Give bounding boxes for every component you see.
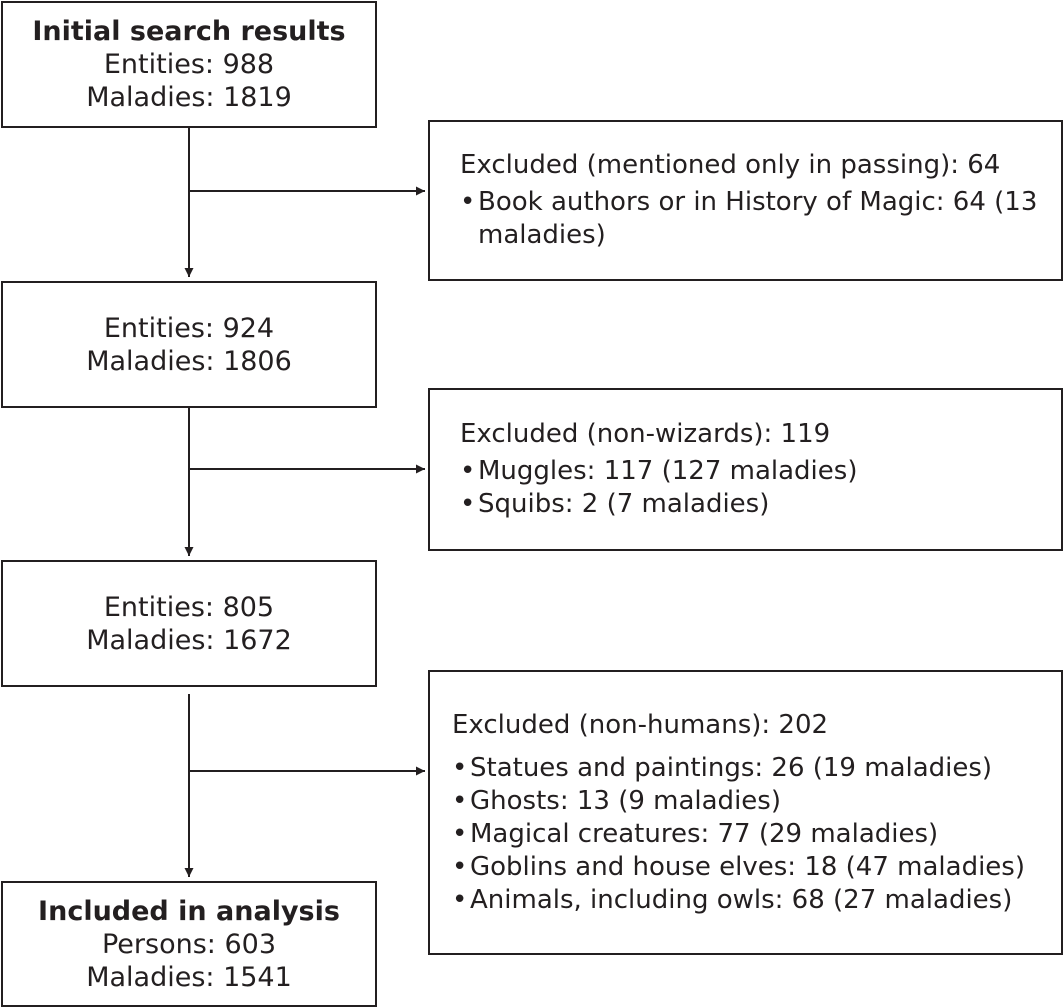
exclusion-item: • Animals, including owls: 68 (27 maladi… [452,884,1051,917]
exclusion-box-non-humans: Excluded (non-humans): 202 • Statues and… [428,670,1063,955]
exclusion-heading: Excluded (non-wizards): 119 [460,419,831,449]
step-persons: Persons: 603 [101,928,276,960]
step-maladies: Maladies: 1806 [86,345,292,377]
exclusion-item: • Muggles: 117 (127 maladies) [460,455,1051,488]
exclusion-item-text: Goblins and house elves: 18 (47 maladies… [470,851,1025,882]
exclusion-item-text: Statues and paintings: 26 (19 maladies) [470,752,993,783]
bullet: • [452,752,468,783]
exclusion-item-text: Squibs: 2 (7 maladies) [478,489,770,519]
step-maladies: Maladies: 1672 [86,624,292,656]
exclusion-item-text: Ghosts: 13 (9 maladies) [470,785,781,816]
bullet: • [452,851,468,882]
step-maladies: Maladies: 1819 [86,82,292,113]
bullet: • [460,456,476,486]
step-entities: Entities: 924 [103,312,275,344]
step-box-initial-search: Initial search results Entities: 988 Mal… [1,1,377,128]
exclusion-item-text: Animals, including owls: 68 (27 maladies… [470,884,1013,915]
exclusion-item: • Book authors or in History of Magic: 6… [460,186,1051,252]
exclusion-item: • Squibs: 2 (7 maladies) [460,488,1051,521]
exclusion-item: • Magical creatures: 77 (29 maladies) [452,818,1051,851]
bullet: • [452,884,468,915]
bullet: • [460,489,476,519]
step-entities: Entities: 988 [103,49,275,80]
step-entities: Entities: 805 [103,591,275,623]
exclusion-item: • Ghosts: 13 (9 maladies) [452,785,1051,818]
bullet: • [452,818,468,849]
exclusion-item: • Goblins and house elves: 18 (47 maladi… [452,851,1051,884]
exclusion-box-passing: Excluded (mentioned only in passing): 64… [428,120,1063,281]
exclusion-box-non-wizards: Excluded (non-wizards): 119 • Muggles: 1… [428,388,1063,551]
bullet: • [460,187,476,217]
step-box-included: Included in analysis Persons: 603 Maladi… [1,881,377,1007]
exclusion-heading: Excluded (mentioned only in passing): 64 [460,150,1001,180]
exclusion-heading: Excluded (non-humans): 202 [452,709,829,740]
exclusion-item: • Statues and paintings: 26 (19 maladies… [452,752,1051,785]
step-box-after-non-wizards: Entities: 805 Maladies: 1672 [1,560,377,687]
exclusion-item-text: Book authors or in History of Magic: 64 … [478,187,1038,250]
step-maladies: Maladies: 1541 [86,961,292,993]
exclusion-item-text: Muggles: 117 (127 maladies) [478,456,858,486]
exclusion-item-text: Magical creatures: 77 (29 maladies) [470,818,939,849]
step-title: Initial search results [32,16,346,47]
step-box-after-passing: Entities: 924 Maladies: 1806 [1,281,377,408]
bullet: • [452,785,468,816]
step-title: Included in analysis [38,895,340,927]
